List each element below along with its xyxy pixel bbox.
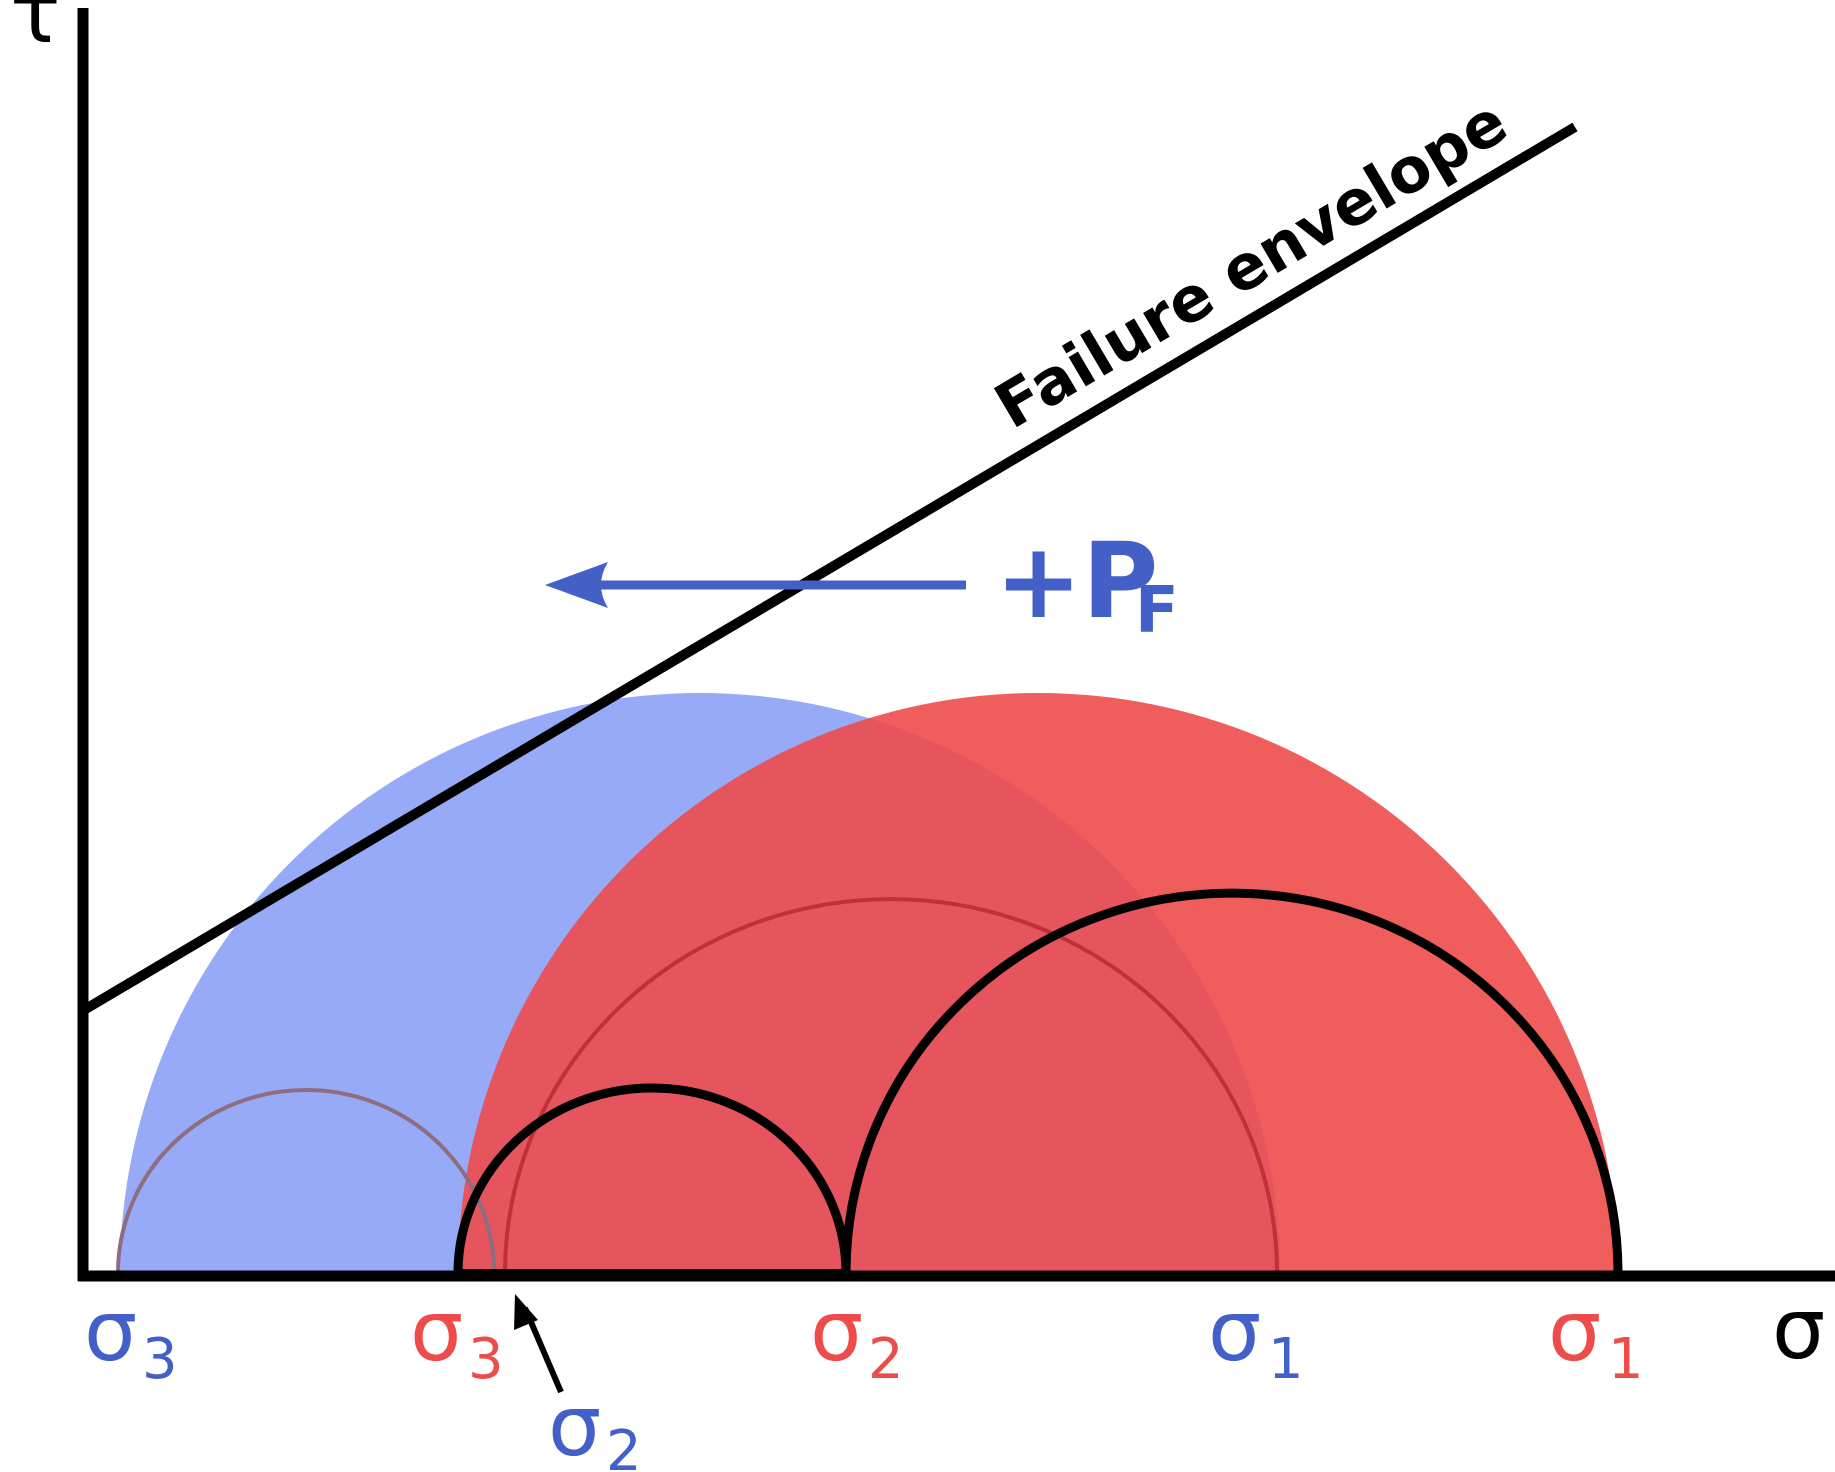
svg-text:2: 2 xyxy=(606,1419,642,1472)
sigma2-pointer-arrow-head xyxy=(514,1294,538,1330)
failure-envelope-line xyxy=(81,122,1578,1015)
pressure-label-subscript: F xyxy=(1135,574,1179,648)
svg-text:3: 3 xyxy=(468,1327,504,1392)
red-medium-circle-outline xyxy=(503,897,1279,1274)
sigma-axis-label: σ xyxy=(1772,1280,1825,1378)
label-blue-sigma3: σ 3 xyxy=(84,1282,178,1392)
label-blue-sigma2: σ 2 xyxy=(548,1377,642,1472)
svg-text:2: 2 xyxy=(868,1327,904,1392)
svg-text:σ: σ xyxy=(810,1282,863,1380)
black-circle-large xyxy=(841,888,1623,1274)
svg-text:σ: σ xyxy=(1208,1282,1261,1380)
red-large-circle xyxy=(458,693,1618,1273)
svg-text:3: 3 xyxy=(142,1327,178,1392)
svg-text:σ: σ xyxy=(84,1282,137,1380)
svg-text:σ: σ xyxy=(548,1377,601,1472)
black-circle-small xyxy=(453,1083,851,1274)
svg-text:σ: σ xyxy=(1548,1282,1601,1380)
label-red-sigma1: σ 1 xyxy=(1548,1282,1644,1392)
svg-text:1: 1 xyxy=(1608,1327,1644,1392)
svg-text:σ: σ xyxy=(410,1282,463,1380)
failure-envelope-label: Failure envelope xyxy=(982,85,1519,443)
svg-text:1: 1 xyxy=(1268,1327,1304,1392)
tau-axis-label: τ xyxy=(10,0,61,62)
pressure-label: +P xyxy=(995,520,1158,642)
blue-small-circle-outline xyxy=(116,1088,496,1274)
label-blue-sigma1: σ 1 xyxy=(1208,1282,1304,1392)
label-red-sigma2: σ 2 xyxy=(810,1282,904,1392)
pressure-arrow-head xyxy=(545,562,608,608)
label-red-sigma3: σ 3 xyxy=(410,1282,504,1392)
